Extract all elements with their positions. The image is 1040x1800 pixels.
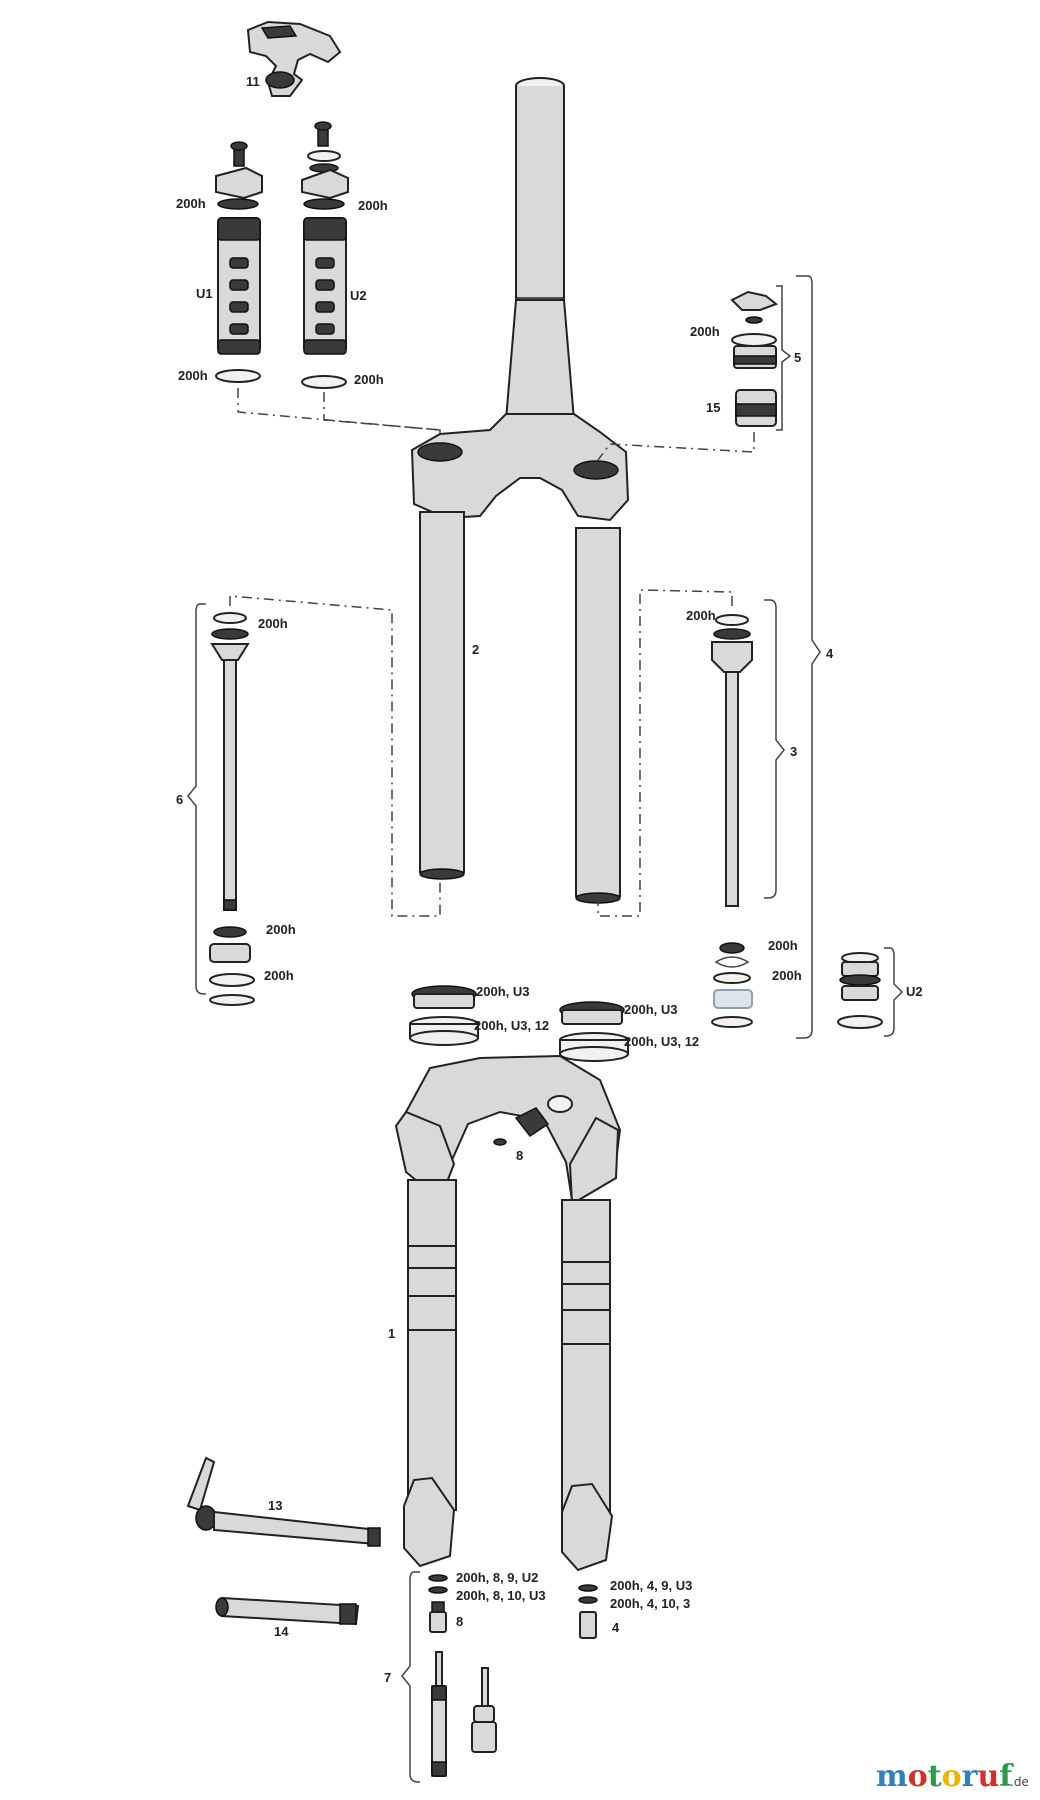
label-200h-u1-top: 200h: [176, 196, 206, 211]
damper-assembly-u1: [215, 141, 263, 383]
logo-letter-o2: o: [942, 1759, 962, 1794]
label-200h-shaft-top: 200h: [258, 616, 288, 631]
thru-axle-part: [186, 1456, 381, 1547]
dust-seal-left: [409, 985, 479, 1046]
label-1: 1: [388, 1326, 395, 1341]
label-200h-shaft-mid: 200h: [266, 922, 296, 937]
label-200h-u3-right: 200h, U3: [624, 1002, 677, 1017]
label-u2-seals: U2: [906, 984, 923, 999]
label-14: 14: [274, 1624, 289, 1639]
label-8-bottom: 8: [456, 1614, 463, 1629]
label-200h-u1-bottom: 200h: [178, 368, 208, 383]
logo-tld: .de: [1010, 1775, 1029, 1789]
label-7: 7: [384, 1670, 391, 1685]
label-200h-4-10-3: 200h, 4, 10, 3: [610, 1596, 690, 1611]
logo-letter-m: m: [876, 1759, 908, 1794]
label-2: 2: [472, 642, 479, 657]
logo-letter-f: f: [999, 1759, 1014, 1794]
motoruf-logo: motoruf .de: [876, 1759, 1029, 1794]
svg-text:motoruf: motoruf: [876, 1759, 1014, 1794]
bottom-hardware-right: [578, 1584, 598, 1639]
label-13: 13: [268, 1498, 282, 1513]
seal-kit-u2: [837, 952, 883, 1029]
label-200h-8-9-u2: 200h, 8, 9, U2: [456, 1570, 538, 1585]
label-200h-shaft-bottom: 200h: [264, 968, 294, 983]
label-200h-4-9-u3: 200h, 4, 9, U3: [610, 1578, 692, 1593]
label-11: 11: [246, 74, 260, 89]
logo-letter-o1: o: [908, 1759, 928, 1794]
label-200h-rod-lower: 200h: [772, 968, 802, 983]
label-4-bottom: 4: [612, 1620, 620, 1635]
logo-letter-t: t: [928, 1759, 942, 1794]
spring-rod-part: [711, 614, 753, 1028]
label-200h-u3-12-left: 200h, U3, 12: [474, 1018, 549, 1033]
lower-leg-assembly: [394, 1054, 622, 1572]
label-200h-u2-bottom: 200h: [354, 372, 384, 387]
label-200h-8-10-u3: 200h, 8, 10, U3: [456, 1588, 546, 1603]
remote-lever-part: [246, 20, 342, 97]
crown-steerer-part: [410, 77, 630, 904]
label-200h-u3-12-right: 200h, U3, 12: [624, 1034, 699, 1049]
label-u2: U2: [350, 288, 367, 303]
label-200h-rod-mid: 200h: [768, 938, 798, 953]
axle-sleeve-part: [215, 1596, 360, 1626]
dust-seal-right: [559, 1001, 629, 1062]
label-200h-u2-top: 200h: [358, 198, 388, 213]
label-8-arch: 8: [516, 1148, 523, 1163]
damper-shaft-part: [209, 612, 255, 1006]
logo-letter-r: r: [962, 1759, 979, 1794]
air-top-cap-assembly: [730, 290, 778, 427]
damper-assembly-u2: [301, 121, 349, 389]
logo-letter-u: u: [977, 1759, 999, 1794]
label-200h-rod-top: 200h: [686, 608, 716, 623]
bottom-hardware-left: [428, 1574, 497, 1777]
label-6: 6: [176, 792, 183, 807]
label-200h-cap: 200h: [690, 324, 720, 339]
label-15: 15: [706, 400, 720, 415]
label-3: 3: [790, 744, 797, 759]
label-200h-u3-left: 200h, U3: [476, 984, 529, 999]
label-4: 4: [826, 646, 834, 661]
label-u1: U1: [196, 286, 213, 301]
label-5: 5: [794, 350, 801, 365]
